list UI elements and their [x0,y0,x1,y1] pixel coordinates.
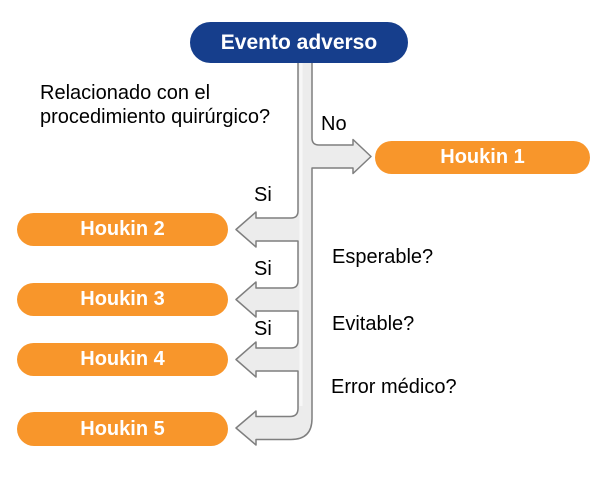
question-evitable: Evitable? [332,313,415,335]
question-esperable: Esperable? [332,246,434,268]
question-line-2: procedimiento quirúrgico? [40,106,271,128]
question-line-1: Relacionado con el [40,82,211,104]
node-evento-adverso: Evento adverso [190,22,408,63]
pipe-arrows-shape [235,54,372,446]
node-houkin-2: Houkin 2 [17,213,228,246]
question-related-to-surgery: Relacionado con el procedimiento quirúrg… [40,81,270,129]
branch-label-si-houkin-4: Si [254,318,272,340]
node-houkin-1: Houkin 1 [375,141,590,174]
pipe-highlight-strip [299,56,303,406]
question-error-medico: Error médico? [331,376,457,398]
node-houkin-3: Houkin 3 [17,283,228,316]
branch-label-si-houkin-3: Si [254,258,272,280]
node-houkin-5: Houkin 5 [17,412,228,446]
branch-label-no: No [321,113,347,135]
branch-label-si-houkin-2: Si [254,184,272,206]
node-houkin-4: Houkin 4 [17,343,228,376]
